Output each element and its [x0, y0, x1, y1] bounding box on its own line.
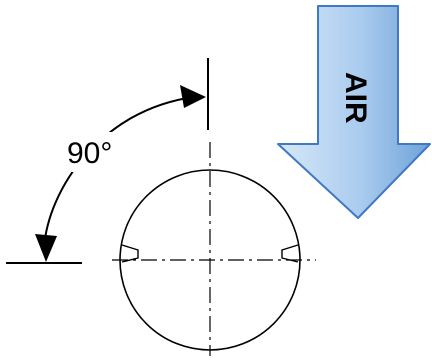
- angle-label: 90°: [67, 137, 112, 170]
- air-arrow: [277, 5, 431, 219]
- angle-arrow-bottom: [35, 234, 57, 262]
- angle-arc: [43, 96, 195, 249]
- notch-left: [121, 244, 139, 263]
- angle-arrow-top: [180, 85, 206, 108]
- angle-label-box: [64, 132, 116, 172]
- air-label: AIR: [339, 72, 372, 124]
